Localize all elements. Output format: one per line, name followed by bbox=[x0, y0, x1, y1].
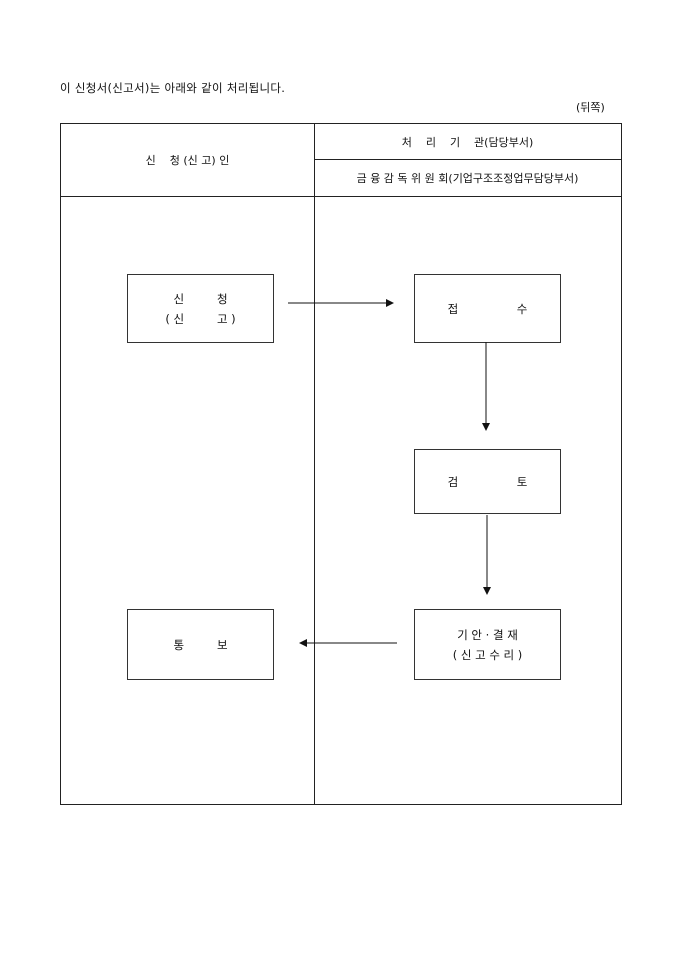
header-department: 금 융 감 독 위 원 회(기업구조조정업무담당부서) bbox=[356, 172, 579, 185]
page-side-label: (뒤쪽) bbox=[576, 101, 605, 114]
step-approve-line1: 기 안 · 결 재 bbox=[457, 627, 518, 642]
step-review-label: 검 토 bbox=[447, 474, 528, 489]
step-receive: 접 수 bbox=[414, 274, 561, 343]
step-approve-line2: ( 신 고 수 리 ) bbox=[452, 647, 523, 662]
process-table bbox=[60, 123, 622, 805]
step-apply: 신 청 ( 신 고 ) bbox=[127, 274, 274, 343]
step-receive-label: 접 수 bbox=[447, 301, 528, 316]
step-approve: 기 안 · 결 재 ( 신 고 수 리 ) bbox=[414, 609, 561, 680]
header-applicant: 신 청 (신 고) 인 bbox=[145, 154, 230, 167]
header-divider bbox=[314, 159, 621, 160]
step-notify: 통 보 bbox=[127, 609, 274, 680]
intro-text: 이 신청서(신고서)는 아래와 같이 처리됩니다. bbox=[60, 81, 286, 95]
step-notify-label: 통 보 bbox=[173, 637, 228, 652]
header-agency: 처 리 기 관(담당부서) bbox=[401, 135, 534, 149]
step-apply-line2: ( 신 고 ) bbox=[165, 311, 236, 326]
header-bottom-line bbox=[60, 196, 621, 197]
column-divider bbox=[314, 123, 315, 805]
step-review: 검 토 bbox=[414, 449, 561, 514]
step-apply-line1: 신 청 bbox=[173, 291, 228, 306]
